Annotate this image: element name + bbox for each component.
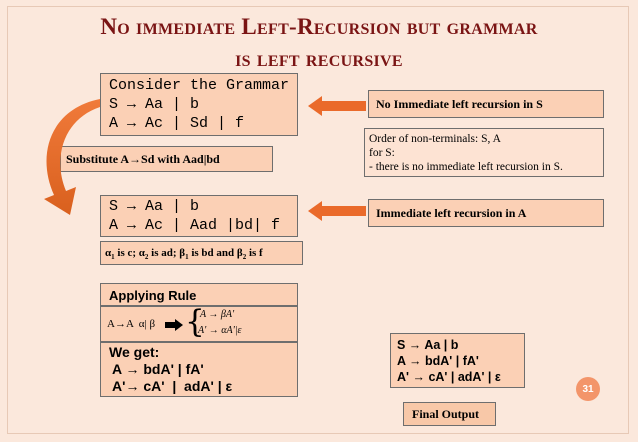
sub2: 2 <box>144 253 149 262</box>
alpha-beta-box: α1 is c; α2 is ad; β1 is bd and β2 is f <box>100 241 303 265</box>
grammar-rule-a: A → Ac | Sd | f <box>109 115 245 132</box>
left-arrow-icon <box>308 96 366 116</box>
no-immediate-note: No Immediate left recursion in S <box>368 90 604 118</box>
transformed-rule-s: S → Aa | b <box>109 198 200 215</box>
grammar-heading: Consider the Grammar <box>109 77 290 94</box>
rule-bottom: A' → αA'|ε <box>198 325 242 336</box>
sub1: 1 <box>111 253 115 262</box>
page-number-badge: 31 <box>576 377 600 401</box>
order-note-line1: Order of non-terminals: S, A <box>369 133 501 145</box>
grammar-rule-s: S → Aa | b <box>109 96 200 113</box>
beta1: β <box>179 247 186 259</box>
rule-arrow-icon <box>165 319 183 331</box>
rule-top: A → βA' <box>200 309 235 320</box>
order-note-line2: for S: <box>369 147 395 159</box>
result-heading: We get: <box>109 344 160 360</box>
curved-arrow-icon <box>44 99 100 215</box>
substitute-label-text: Substitute A→Sd with Aad|bd <box>66 152 220 166</box>
no-immediate-note-text: No Immediate left recursion in S <box>376 97 543 111</box>
transformed-rule-a: A → Ac | Aad |bd| f <box>109 217 281 234</box>
left-arrow-icon <box>308 201 366 221</box>
grammar-box: Consider the Grammar S → Aa | b A → Ac |… <box>100 73 298 136</box>
transformed-grammar-box: S → Aa | b A → Ac | Aad |bd| f <box>100 195 298 237</box>
slide-title-line1: No immediate Left-Recursion but grammar <box>100 14 538 39</box>
final-grammar-box: S → Aa | b A → bdA' | fA' A' → cA' | adA… <box>390 333 525 388</box>
alpha1: α <box>105 247 112 259</box>
beta2: β <box>236 247 243 259</box>
result-box: We get: A → bdA' | fA' A'→ cA' | adA' | … <box>100 342 298 397</box>
order-note-line3: - there is no immediate left recursion i… <box>369 161 563 173</box>
substitute-label: Substitute A→Sd with Aad|bd <box>60 146 273 172</box>
beta2-text: is f <box>246 247 263 259</box>
result-line2: A'→ cA' | adA' | ε <box>112 378 233 394</box>
applying-rule-text: Applying Rule <box>109 288 197 303</box>
final-line2: A → bdA' | fA' <box>397 354 479 368</box>
final-output-label: Final Output <box>403 402 496 426</box>
slide-title-line2: is left recursive <box>235 46 403 71</box>
beta1-text: is bd and <box>188 247 237 259</box>
alpha2-text: is ad; <box>148 247 180 259</box>
final-line1: S → Aa | b <box>397 338 459 352</box>
applying-rule-heading: Applying Rule <box>100 283 298 306</box>
order-note: Order of non-terminals: S, A for S: - th… <box>364 128 604 177</box>
final-line3: A' → cA' | adA' | ε <box>397 370 501 384</box>
sub4: 2 <box>242 253 247 262</box>
final-output-text: Final Output <box>412 407 480 421</box>
immediate-note-text: Immediate left recursion in A <box>376 206 527 220</box>
alpha1-text: is c; <box>114 247 139 259</box>
rule-box: A→A α| β { A → βA' A' → αA'|ε <box>100 306 298 342</box>
alpha2: α <box>138 247 145 259</box>
result-line1: A → bdA' | fA' <box>112 361 204 377</box>
sub3: 1 <box>185 253 189 262</box>
rule-lhs: A→A α| β <box>107 318 156 330</box>
immediate-note: Immediate left recursion in A <box>368 199 604 227</box>
brace-icon: { <box>185 304 205 340</box>
slide-frame <box>7 6 629 434</box>
